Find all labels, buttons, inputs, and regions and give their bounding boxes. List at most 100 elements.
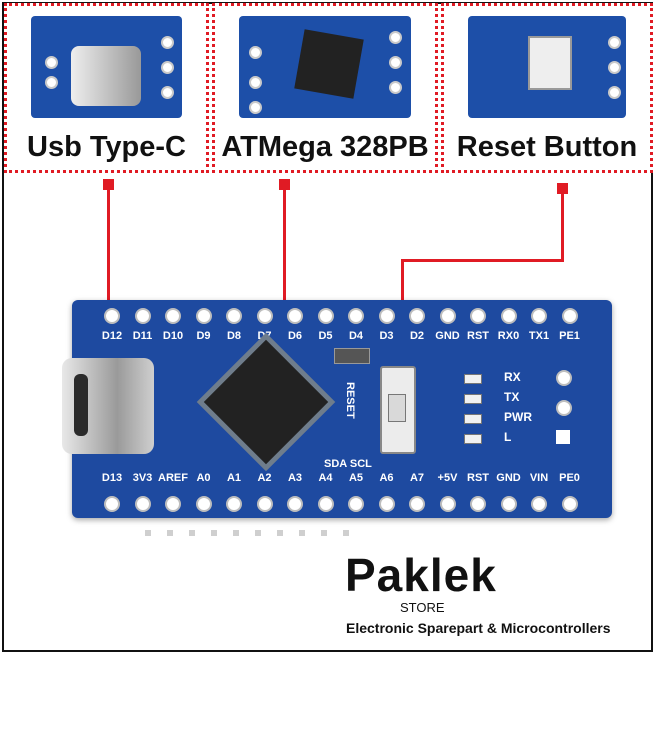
bottom-pin [317,496,334,512]
callout-reset-button: Reset Button [441,3,653,173]
bottom-pin-label: +5V [437,472,458,484]
bottom-pin [531,496,547,512]
led-label: PWR [504,410,532,424]
callout-label: Usb Type-C [27,131,186,163]
top-pin-label: GND [435,330,460,342]
connector-marker [103,179,114,190]
top-pin [439,308,456,324]
top-pin-label: TX1 [528,330,550,342]
top-pin-label: D10 [162,330,184,342]
top-pin-label: D9 [196,330,211,342]
square-pad [556,430,570,444]
store-subtitle: STORE [400,600,445,615]
callout-atmega: ATMega 328PB [212,3,438,173]
bottom-pin-label: A0 [196,472,211,484]
bottom-pin [439,496,456,512]
led-label: L [504,430,512,444]
bottom-pin-label: A4 [318,472,333,484]
led-label: RX [504,370,521,384]
bottom-pin [195,496,212,512]
connector-marker [557,183,568,194]
bottom-pin [378,496,395,512]
bottom-pin-label: A2 [257,472,272,484]
bottom-pin-label: RST [467,472,489,484]
bottom-pin [134,496,151,512]
bottom-pin [348,496,364,512]
bottom-pin-label: 3V3 [132,472,153,484]
bottom-pin-label: GND [496,472,521,484]
top-pin [104,308,120,324]
top-pin-label: D7 [257,330,272,342]
top-pin-label: D8 [226,330,242,342]
connector-marker [279,179,290,190]
top-pin-label: D6 [287,330,303,342]
top-pin-label: RX0 [497,330,520,342]
reset-switch [380,366,416,454]
bottom-pin-label: A1 [226,472,242,484]
bottom-pin-label: A6 [379,472,394,484]
bottom-pin [409,496,425,512]
top-pin [317,308,334,324]
top-pin-label: D11 [132,330,153,342]
led-tx [464,394,482,404]
bottom-pin-label: A3 [287,472,303,484]
top-pin [256,308,273,324]
bottom-pin [287,496,303,512]
top-pin [226,308,242,324]
dotted-divider [145,530,365,536]
usb-connector-icon [71,46,141,106]
bottom-pin [470,496,486,512]
reset-thumbnail [468,16,626,118]
top-pin [561,308,578,324]
button-icon [528,36,572,90]
bottom-pin [104,496,120,512]
bottom-pin [256,496,273,512]
bottom-pin-label: A7 [409,472,425,484]
atmega-thumbnail [239,16,411,118]
top-pin [378,308,395,324]
led-l [464,434,482,444]
connector-line-reset [401,259,564,262]
top-pin-label: PE1 [559,330,580,342]
led-label: TX [504,390,520,404]
bottom-pin-label: D13 [101,472,123,484]
top-pin-label: RST [467,330,489,342]
bottom-pin [165,496,181,512]
led-rx [464,374,482,384]
bottom-pin [500,496,517,512]
top-pin-label: D5 [318,330,333,342]
bottom-pin-label: VIN [529,472,549,484]
top-pin [165,308,181,324]
top-pin [409,308,425,324]
top-pin [531,308,547,324]
crystal [334,348,370,364]
top-pin [287,308,303,324]
chip-icon [294,29,364,99]
bottom-pin-label: PE0 [559,472,580,484]
store-tagline: Electronic Sparepart & Microcontrollers [346,620,611,636]
usb-thumbnail [31,16,182,118]
atmega-chip [203,339,329,465]
callout-label: Reset Button [456,131,638,163]
bottom-pin-label: AREF [158,472,188,484]
store-logo: Paklek [345,549,497,601]
bottom-pin [226,496,242,512]
connector-line-usb [107,185,110,395]
top-pin-label: D2 [409,330,425,342]
callout-label: ATMega 328PB [221,131,429,163]
top-pin-label: D4 [348,330,364,342]
callout-usb-type-c: Usb Type-C [4,3,209,173]
top-pin [195,308,212,324]
sda-scl-label: SDA SCL [324,458,372,470]
led-pwr [464,414,482,424]
reset-label: RESET [344,382,356,419]
top-pin [470,308,486,324]
top-pin [500,308,517,324]
connector-line-atmega [283,185,286,395]
connector-line-reset [561,189,564,261]
top-pin-label: D3 [379,330,394,342]
top-pin [134,308,151,324]
reset-button [388,394,406,422]
bottom-pin-label: A5 [348,472,364,484]
